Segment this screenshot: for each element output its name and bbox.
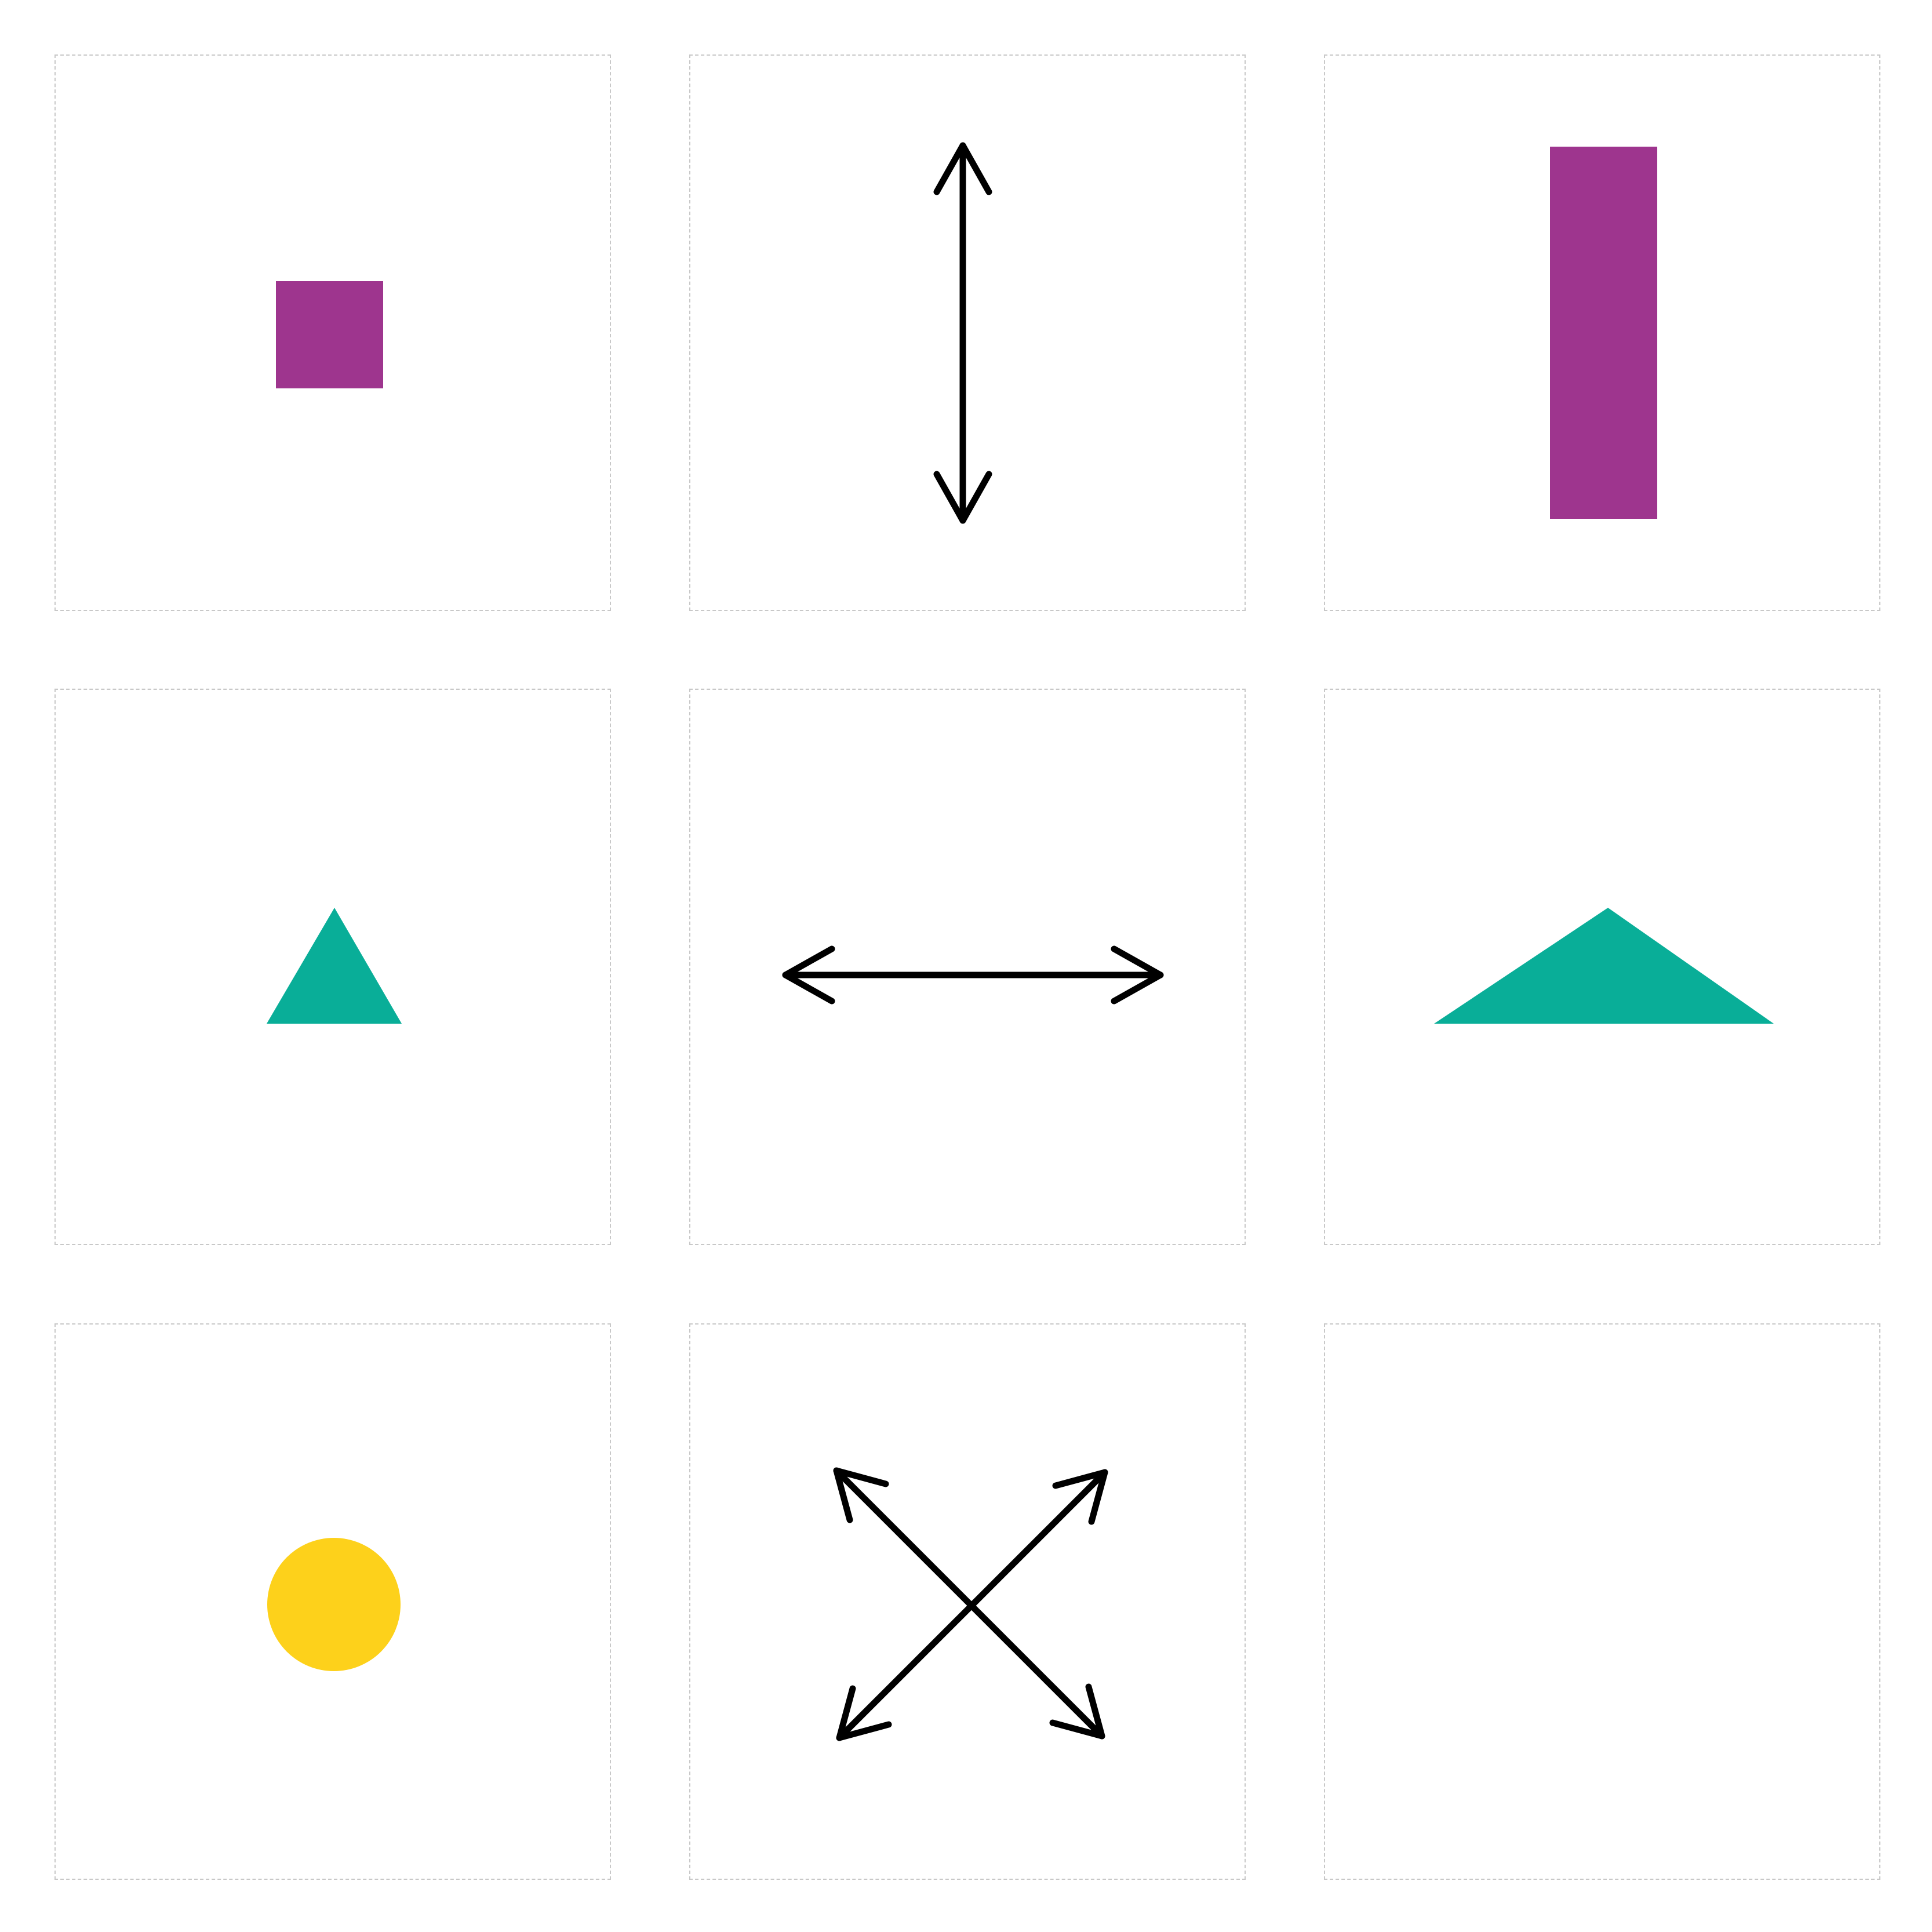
cell-r1-c3-canvas — [1550, 147, 1657, 519]
cell-r2-c2[interactable] — [689, 689, 1246, 1245]
diagonal-cross-arrows-icon — [833, 1467, 1108, 1741]
teal-wide-triangle — [1434, 908, 1774, 1024]
cell-r1-c3[interactable] — [1324, 54, 1880, 611]
cell-r1-c2-canvas — [933, 142, 992, 524]
yellow-circle — [267, 1538, 401, 1671]
cell-r3-c1[interactable] — [54, 1323, 611, 1880]
cell-r2-c1-canvas — [267, 908, 402, 1024]
teal-triangle — [267, 908, 402, 1024]
purple-square — [276, 281, 383, 388]
cell-r3-c3-empty-answer-slot[interactable] — [1324, 1323, 1880, 1880]
cell-r1-c1[interactable] — [54, 54, 611, 611]
cell-r1-c1-canvas — [276, 281, 383, 388]
purple-tall-rectangle — [1550, 147, 1657, 519]
cell-r1-c2[interactable] — [689, 54, 1246, 611]
cell-r3-c2[interactable] — [689, 1323, 1246, 1880]
horizontal-double-arrow-icon — [782, 945, 1164, 1005]
cell-r3-c1-canvas — [267, 1538, 401, 1671]
cell-r3-c2-canvas — [833, 1467, 1108, 1741]
cell-r2-c2-canvas — [782, 945, 1164, 1005]
cell-r2-c3[interactable] — [1324, 689, 1880, 1245]
vertical-double-arrow-icon — [933, 142, 992, 524]
cell-r2-c1[interactable] — [54, 689, 611, 1245]
cell-r2-c3-canvas — [1434, 908, 1774, 1024]
